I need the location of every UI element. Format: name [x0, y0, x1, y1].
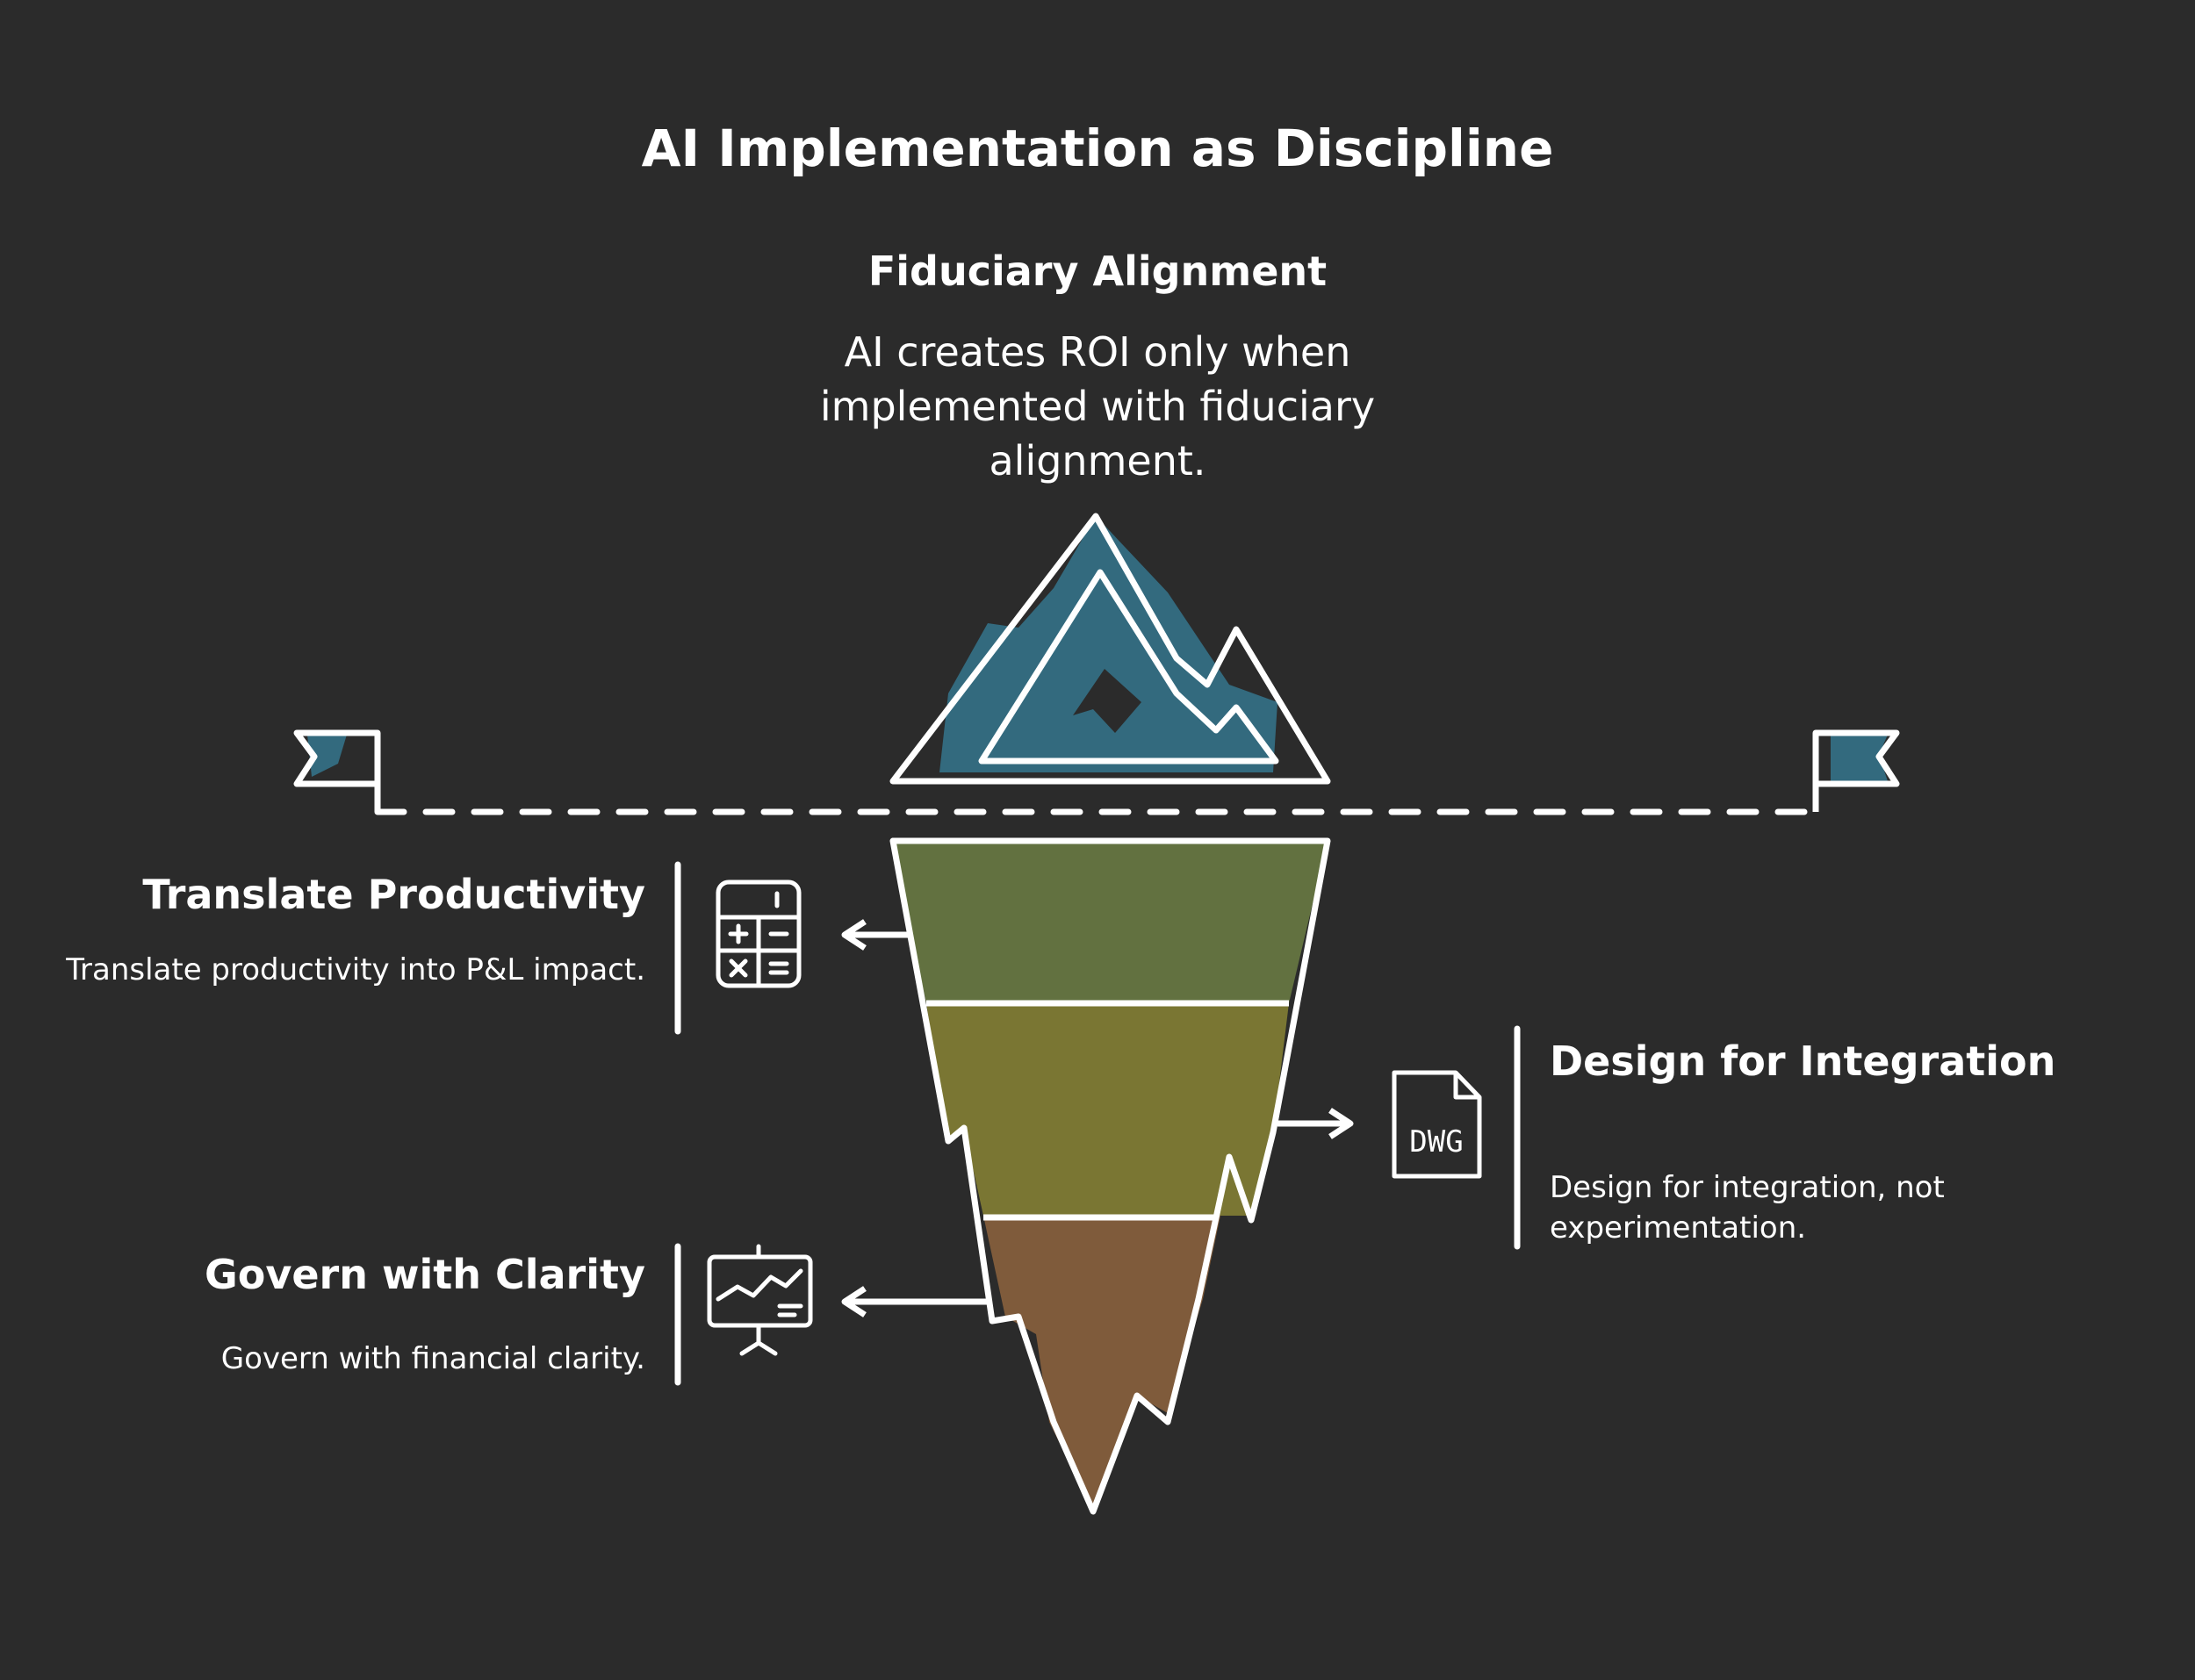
left-flag-icon	[293, 729, 381, 812]
layer-description-govern-with-clarity: Govern with financial clarity.	[220, 1341, 645, 1376]
iceberg-peak	[889, 513, 1331, 785]
presentation-chart-icon	[707, 1244, 813, 1356]
right-flag-icon	[1812, 729, 1900, 812]
peak-description: AI creates ROI only when implemented wit…	[819, 328, 1376, 485]
arrow-translate-productivity	[841, 919, 909, 951]
diagram-title: AI Implementation as Discipline	[641, 118, 1554, 178]
layer-band-govern-with-clarity	[983, 1216, 1220, 1511]
iceberg-body	[889, 837, 1331, 1515]
layer-heading-design-for-integration: Design for Integration	[1550, 1037, 2056, 1085]
arrow-design-for-integration	[1277, 1108, 1354, 1139]
peak-heading: Fiduciary Alignment	[867, 248, 1328, 295]
layer-heading-translate-productivity: Translate Productivity	[142, 871, 645, 918]
dwg-file-icon-label: DWG	[1409, 1124, 1463, 1159]
layer-description-translate-productivity: Translate productivity into P&L impact.	[66, 952, 645, 987]
layer-band-design-for-integration	[926, 1003, 1289, 1216]
waterline	[293, 729, 1900, 815]
layer-heading-govern-with-clarity: Govern with Clarity	[204, 1251, 645, 1298]
dwg-file-icon: DWG	[1392, 1070, 1482, 1179]
layer-band-translate-productivity	[893, 841, 1328, 1003]
layer-description-design-for-integration: Design for integration, not experimentat…	[1550, 1170, 1945, 1246]
calculator-icon	[716, 879, 802, 988]
arrow-govern-with-clarity	[841, 1286, 988, 1317]
